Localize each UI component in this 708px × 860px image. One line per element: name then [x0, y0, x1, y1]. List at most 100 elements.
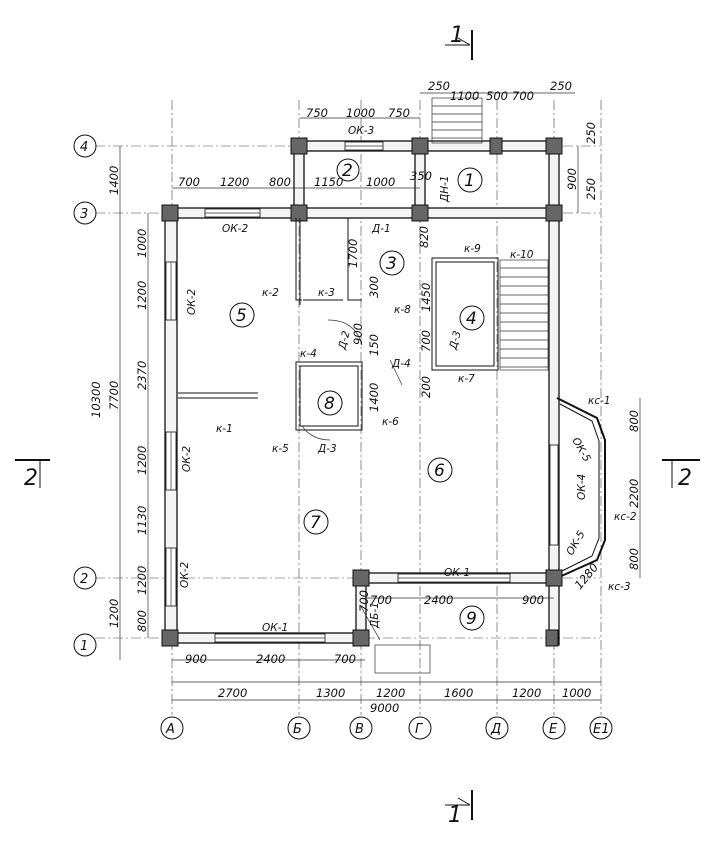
axis-bubble-E: Е [542, 716, 566, 740]
svg-text:1130: 1130 [135, 506, 149, 535]
svg-text:Б: Б [293, 722, 302, 737]
svg-text:700: 700 [512, 89, 534, 103]
doors [301, 319, 403, 641]
label-k4: к-4 [300, 348, 317, 360]
label-k8: к-8 [394, 304, 411, 316]
label-d3a: Д-3 [317, 443, 337, 455]
label-db1: ДБ-1 [369, 602, 381, 629]
label-d2: Д-2 [336, 329, 353, 351]
svg-text:1600: 1600 [444, 686, 473, 700]
room-5: 5 [229, 302, 255, 328]
svg-text:7: 7 [310, 513, 321, 533]
stairs [374, 97, 549, 674]
label-d3b: Д-3 [447, 330, 464, 352]
svg-text:2400: 2400 [256, 652, 285, 666]
label-ks1: кс-1 [588, 395, 611, 407]
svg-text:1700: 1700 [346, 239, 360, 268]
svg-text:1: 1 [464, 171, 475, 191]
svg-text:800: 800 [627, 410, 641, 432]
label-k1: к-1 [216, 423, 233, 435]
label-ok5-b: ОК-5 [564, 529, 588, 558]
label-k7: к-7 [458, 373, 475, 385]
interior-partitions [178, 218, 499, 431]
svg-text:900: 900 [185, 652, 207, 666]
room-6: 6 [427, 457, 453, 483]
section-left-label: 2 [24, 466, 38, 491]
svg-text:5: 5 [236, 306, 247, 326]
svg-text:700: 700 [334, 652, 356, 666]
label-k6: к-6 [382, 416, 399, 428]
svg-text:1200: 1200 [135, 281, 149, 310]
label-ok5-a: ОК-5 [569, 436, 593, 465]
svg-text:7700: 7700 [107, 381, 121, 410]
svg-text:900: 900 [565, 168, 579, 190]
svg-text:1100: 1100 [450, 89, 479, 103]
section-bottom-label: 1 [448, 803, 462, 828]
svg-text:750: 750 [388, 106, 410, 120]
label-d4: Д-4 [391, 358, 411, 370]
svg-text:2: 2 [80, 572, 88, 587]
room-1: 1 [457, 167, 483, 193]
svg-text:А: А [165, 722, 175, 737]
section-marker-top: 1 [445, 23, 473, 60]
axis-bubble-D: Д [485, 716, 509, 740]
svg-text:1000: 1000 [562, 686, 591, 700]
svg-text:250: 250 [428, 79, 450, 93]
svg-text:800: 800 [135, 610, 149, 632]
label-d1: Д-1 [371, 223, 391, 235]
room-7: 7 [303, 509, 329, 535]
room-3: 3 [379, 250, 405, 276]
label-ks3: кс-3 [608, 581, 631, 593]
svg-text:700: 700 [357, 590, 371, 612]
svg-text:1000: 1000 [135, 229, 149, 258]
svg-text:9: 9 [466, 609, 477, 629]
svg-text:Е: Е [549, 722, 558, 737]
label-k10: к-10 [510, 249, 534, 261]
svg-text:1200: 1200 [376, 686, 405, 700]
svg-text:900: 900 [522, 593, 544, 607]
label-k9: к-9 [464, 243, 481, 255]
svg-text:900: 900 [351, 323, 365, 345]
svg-text:1200: 1200 [220, 175, 249, 189]
dimension-lines [119, 92, 641, 701]
svg-text:Д: Д [490, 722, 501, 737]
section-right-label: 2 [678, 466, 692, 491]
svg-text:1: 1 [80, 639, 88, 654]
svg-text:750: 750 [306, 106, 328, 120]
svg-text:1200: 1200 [135, 446, 149, 475]
axis-bubble-1: 1 [73, 633, 97, 657]
axis-bubble-G: Г [408, 716, 432, 740]
svg-text:В: В [355, 722, 364, 737]
axis-bubble-V: В [349, 716, 373, 740]
svg-text:1150: 1150 [314, 175, 343, 189]
svg-text:2200: 2200 [627, 479, 641, 508]
section-marker-bottom: 1 [445, 790, 473, 828]
room-8: 8 [317, 390, 343, 416]
label-ok3: ОК-3 [348, 125, 374, 137]
label-ok1-bottom: ОК-1 [262, 622, 288, 634]
svg-text:250: 250 [584, 122, 598, 144]
section-marker-left: 2 [15, 459, 50, 491]
label-ks2: кс-2 [614, 511, 637, 523]
label-ok2-c: ОК-2 [179, 561, 191, 588]
svg-text:2700: 2700 [218, 686, 247, 700]
axis-bubble-E1: Е1 [589, 716, 613, 740]
svg-text:6: 6 [434, 461, 445, 481]
svg-text:1000: 1000 [366, 175, 395, 189]
room-9: 9 [459, 605, 485, 631]
svg-text:250: 250 [584, 178, 598, 200]
svg-text:1400: 1400 [367, 383, 381, 412]
svg-text:250: 250 [550, 79, 572, 93]
label-ok2-a: ОК-2 [186, 288, 198, 315]
svg-text:3: 3 [80, 207, 88, 222]
svg-text:3: 3 [386, 254, 397, 274]
label-ok2-top: ОК-2 [222, 223, 249, 235]
svg-text:1400: 1400 [107, 166, 121, 195]
svg-text:800: 800 [627, 548, 641, 570]
svg-text:300: 300 [367, 276, 381, 298]
axis-bubble-4: 4 [73, 134, 97, 158]
label-ok2-b: ОК-2 [181, 445, 193, 472]
svg-text:700: 700 [370, 593, 392, 607]
axis-bubble-3: 3 [73, 201, 97, 225]
